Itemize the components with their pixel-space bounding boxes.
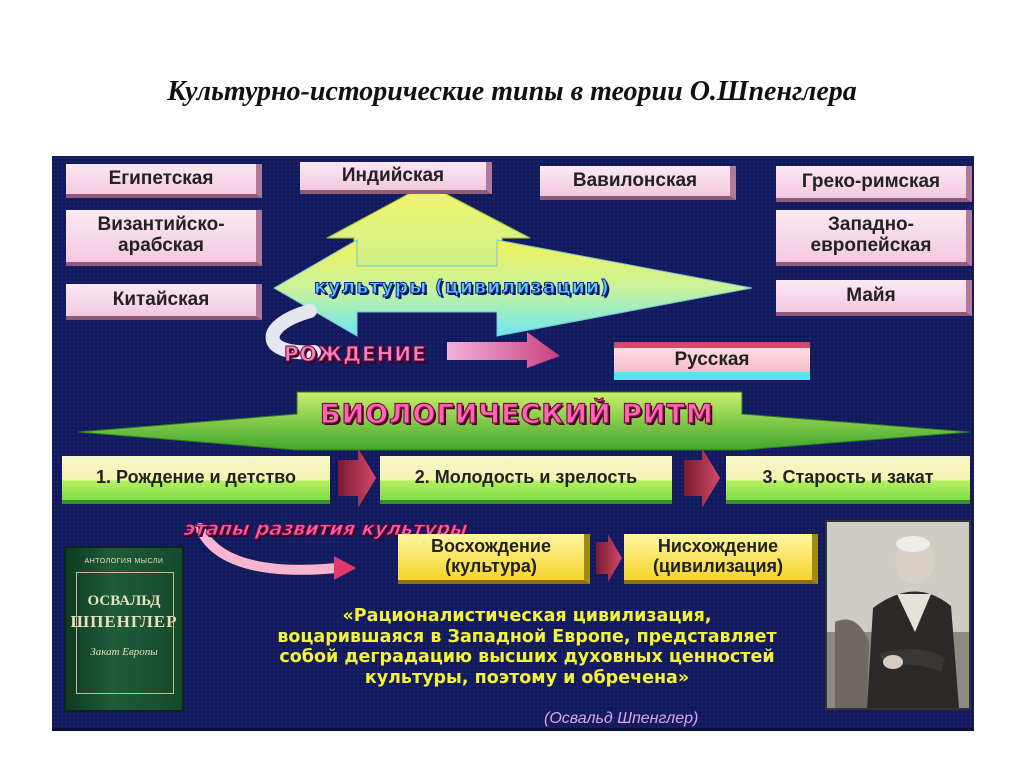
stage-old-age-decline: 3. Старость и закат bbox=[726, 456, 970, 504]
bio-rhythm-arrow bbox=[77, 391, 971, 451]
culture-babylonian: Вавилонская bbox=[540, 166, 736, 200]
book-frame bbox=[76, 572, 174, 694]
book-cover-image: АНТОЛОГИЯ МЫСЛИ ОСВАЛЬД ШПЕНГЛЕР Закат Е… bbox=[64, 546, 184, 712]
stage-arrow-2 bbox=[684, 448, 720, 508]
culture-egyptian: Египетская bbox=[66, 164, 262, 198]
phase-ascent: Восхождение (культура) bbox=[398, 534, 590, 584]
culture-west-european: Западно-европейская bbox=[776, 210, 972, 266]
double-arrow bbox=[273, 239, 753, 337]
book-author-first: ОСВАЛЬД bbox=[87, 593, 161, 609]
phase-arrow bbox=[596, 534, 622, 582]
phase-descent: Нисхождение (цивилизация) bbox=[624, 534, 818, 584]
book-title: Закат Европы bbox=[90, 646, 158, 658]
spengler-quote: «Рационалистическая цивилизация, воцарив… bbox=[277, 606, 777, 688]
culture-chinese: Китайская bbox=[66, 284, 262, 320]
stages-curve-arrow bbox=[195, 523, 342, 575]
stage-youth-maturity: 2. Молодость и зрелость bbox=[380, 456, 672, 504]
book-series: АНТОЛОГИЯ МЫСЛИ bbox=[84, 558, 164, 565]
diagram-arrows bbox=[77, 183, 971, 582]
spengler-portrait-image bbox=[825, 520, 971, 710]
quote-author: (Освальд Шпенглер) bbox=[544, 710, 699, 727]
culture-greco-roman: Греко-римская bbox=[776, 166, 972, 202]
culture-russian: Русская bbox=[614, 342, 810, 380]
birth-label: РОЖДЕНИЕ bbox=[284, 342, 427, 367]
slide-title: Культурно-исторические типы в теории О.Ш… bbox=[167, 76, 857, 107]
culture-maya: Майя bbox=[776, 280, 972, 316]
birth-arrow bbox=[447, 332, 560, 368]
book-author-last: ШПЕНГЛЕР bbox=[70, 612, 178, 631]
biological-rhythm-label: БИОЛОГИЧЕСКИЙ РИТМ bbox=[319, 398, 714, 430]
diagram-panel: Египетская Индийская Вавилонская Греко-р… bbox=[52, 156, 974, 731]
cultures-civilizations-label: культуры (цивилизации) bbox=[314, 276, 610, 299]
culture-byzantine-arab: Византийско-арабская bbox=[66, 210, 262, 266]
birth-swirl bbox=[265, 304, 321, 360]
culture-indian: Индийская bbox=[300, 162, 492, 194]
stage-birth-childhood: 1. Рождение и детство bbox=[62, 456, 330, 504]
portrait-figure bbox=[827, 522, 969, 708]
stages-arrow-head bbox=[334, 556, 356, 580]
stage-arrow-1 bbox=[338, 448, 376, 508]
